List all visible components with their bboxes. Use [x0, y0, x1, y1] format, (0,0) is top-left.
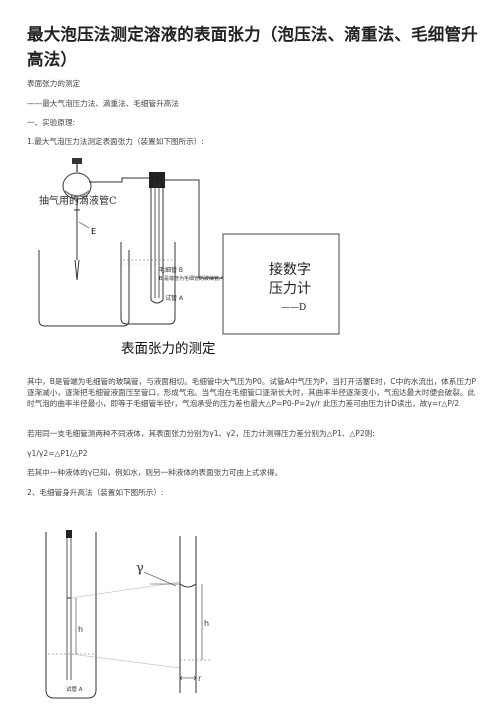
paragraph-method-1: 1.最大气泡压力法测定表面张力（装置如下图所示）:	[27, 137, 204, 146]
label-test-tube-a-2: 试管 A	[66, 685, 83, 693]
figure-capillary-rise: h 试管 A γ h r	[45, 530, 210, 699]
figure-caption: 表面张力的测定	[121, 341, 216, 357]
label-stopcock-e: E	[91, 227, 96, 236]
label-radius-r: r	[198, 674, 202, 683]
label-capillary-note: B 是端管为毛细管的玻璃管,与液面相切	[159, 275, 246, 282]
label-height-h-right: h	[204, 619, 209, 628]
label-height-h-left: h	[78, 625, 83, 634]
label-test-tube-a: 试管 A	[165, 294, 184, 302]
label-manometer-line2: 压力计	[269, 281, 311, 297]
figure-bubble-pressure-apparatus: E 抽气用的滴液管C 毛细管 B B 是端管为毛细管的玻璃管,与液面相切 试管 …	[38, 158, 340, 357]
formula-ratio: γ1/γ2=△P1/△P2	[27, 449, 88, 458]
label-dropping-funnel-c: 抽气用的滴液管C	[39, 194, 117, 207]
label-manometer-d: ——D	[281, 303, 306, 313]
paragraph-known-water: 若其中一种液体的γ已知，例如水，则另一种液体的表面张力可由上式求得。	[27, 468, 283, 477]
paragraph-methods: ——最大气泡压力法、滴重法、毛细管升高法	[27, 99, 179, 108]
paragraph-method-2: 2、毛细管身升高法（装置如下图所示）:	[27, 488, 164, 497]
paragraph-two-liquids: 若用同一支毛细管测两种不同液体，其表面张力分别为γ1、γ2，压力计测得压力差分别…	[27, 429, 375, 438]
paragraph-subject: 表面张力的测定	[27, 79, 81, 88]
label-capillary-b: 毛细管 B	[159, 266, 183, 274]
label-surface-tension-gamma: γ	[136, 561, 144, 576]
paragraph-explanation: 其中，B是管端为毛细管的玻璃管，与液面相切。毛细管中大气压为P0。试管A中气压为…	[27, 377, 477, 409]
label-manometer-line1: 接数字	[269, 261, 311, 278]
section-heading-principle: 一、实验原理:	[27, 118, 76, 127]
page-title: 最大泡压法测定溶液的表面张力（泡压法、滴重法、毛细管升高法）	[27, 25, 478, 69]
